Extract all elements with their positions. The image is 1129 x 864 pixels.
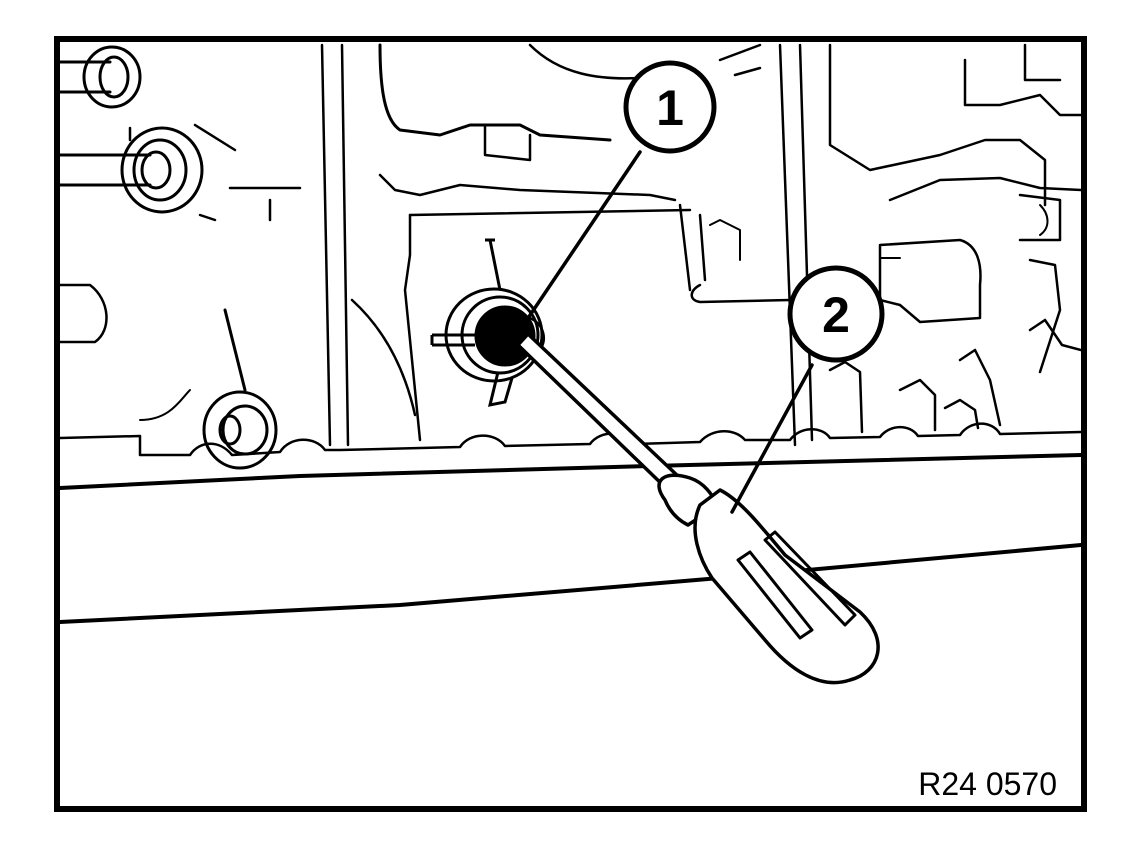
bolt-lower-left bbox=[202, 308, 278, 470]
callout-1: 1 bbox=[623, 60, 717, 154]
drain-plug bbox=[430, 238, 546, 407]
bolt-middle-left bbox=[60, 126, 204, 214]
transmission-housing bbox=[60, 43, 1081, 490]
bolt-upper-left bbox=[60, 45, 142, 109]
callout-2-number: 2 bbox=[822, 287, 850, 343]
callout-2: 2 bbox=[787, 265, 885, 363]
figure-reference-code: R24 0570 bbox=[918, 766, 1057, 802]
callout-1-number: 1 bbox=[656, 80, 684, 136]
cover-plate bbox=[60, 543, 1081, 624]
callout-1-circle bbox=[623, 60, 717, 154]
callout-2-circle bbox=[787, 265, 885, 363]
figure-frame bbox=[54, 36, 1087, 812]
screwdriver bbox=[516, 332, 880, 685]
callout-1-leader bbox=[516, 150, 642, 335]
callout-2-leader bbox=[730, 363, 814, 514]
